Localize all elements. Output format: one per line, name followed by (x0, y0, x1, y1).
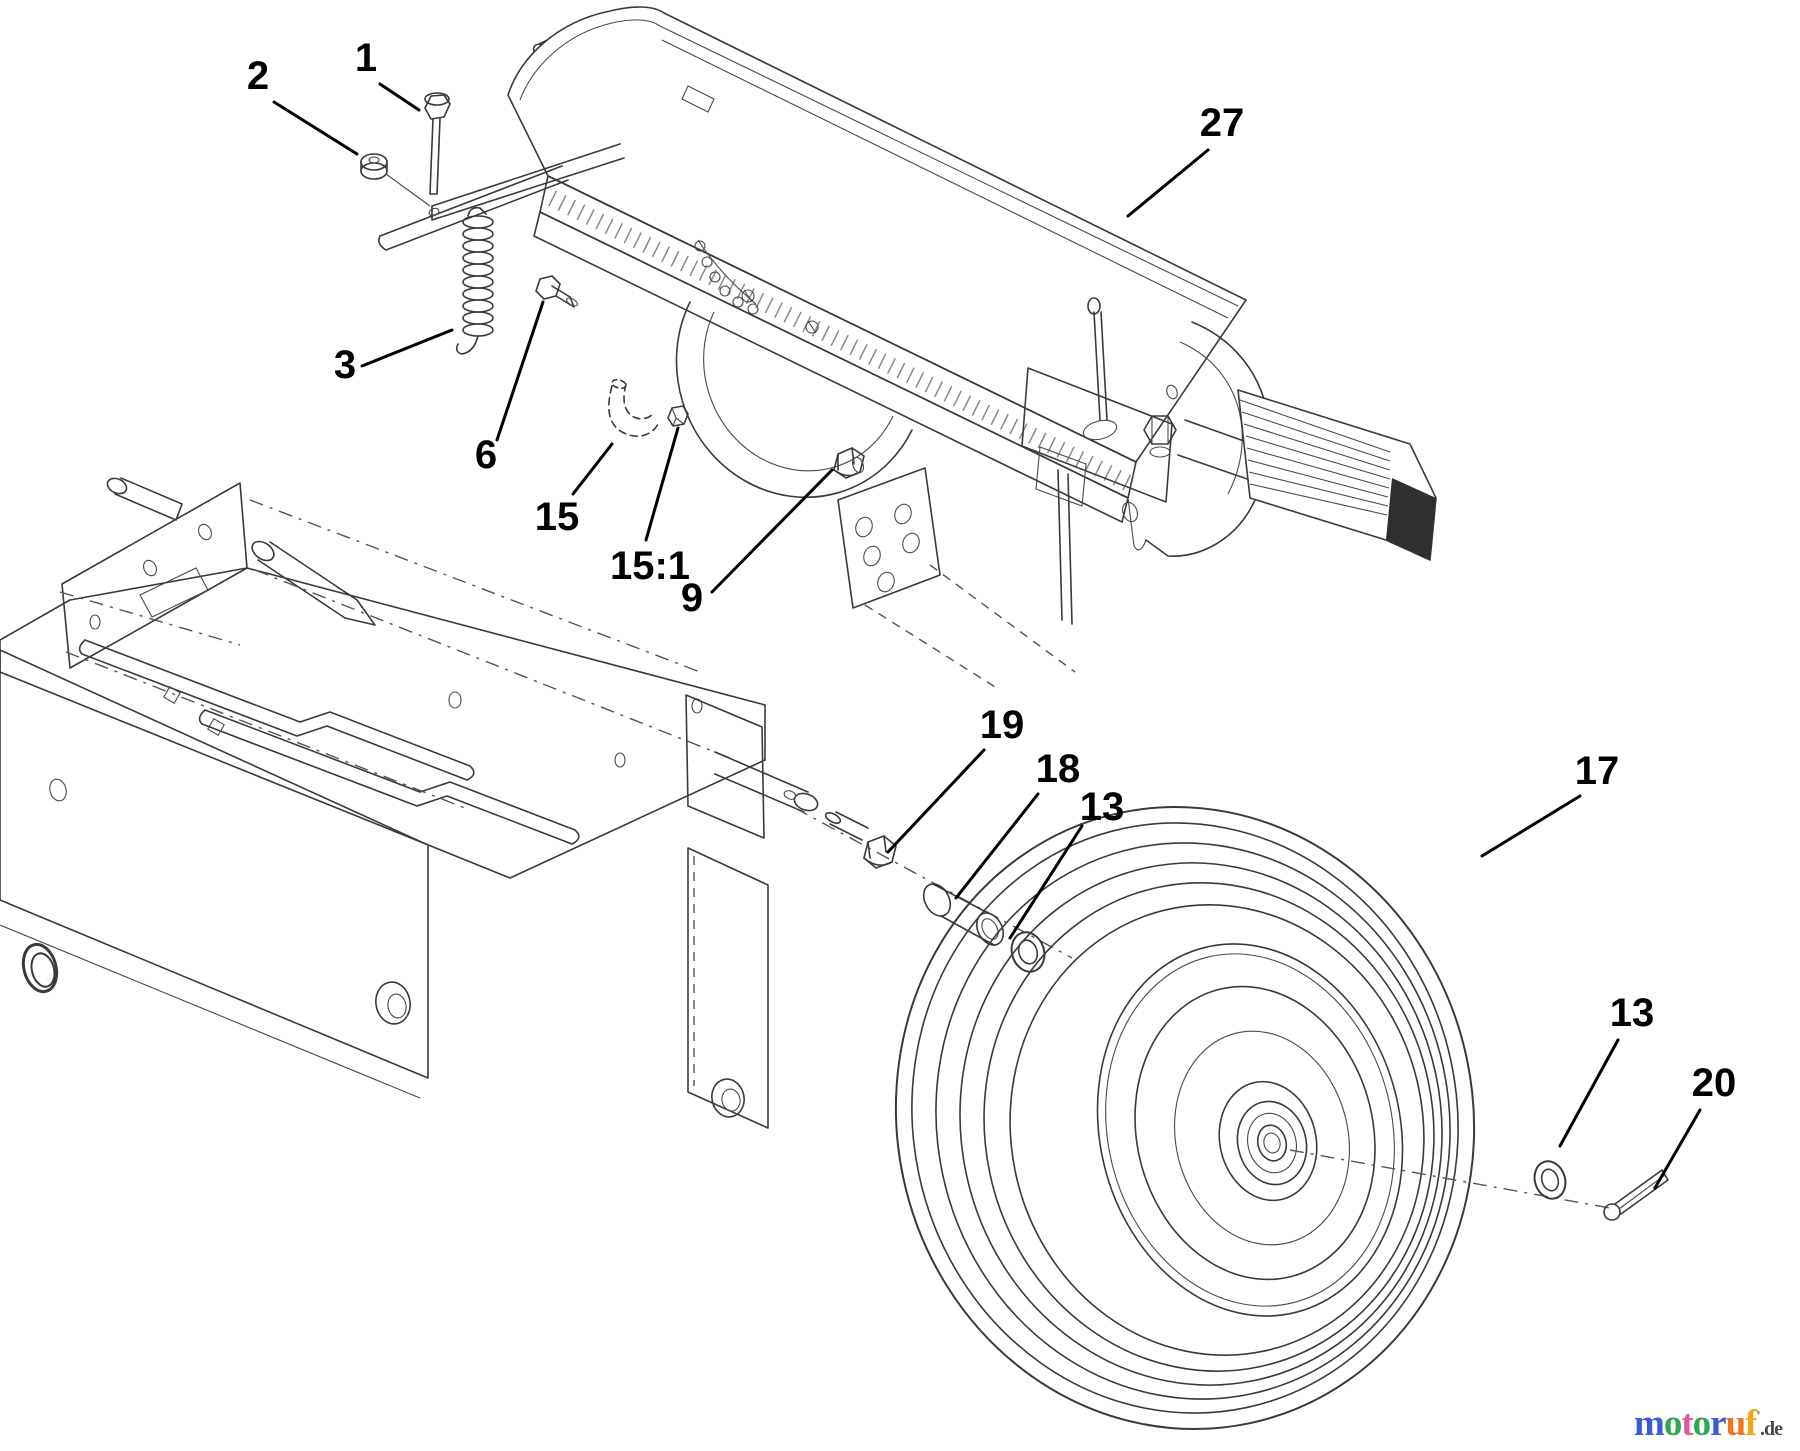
logo-letter: o (1663, 1403, 1682, 1444)
spindle-bolt (1143, 415, 1177, 458)
callout-13b-label: 13 (1610, 991, 1655, 1035)
logo-letter: r (1710, 1403, 1726, 1444)
frame-drawing (0, 477, 819, 1129)
callout-1-label: 1 (355, 36, 377, 80)
motoruf-logo: motoruf'.de (1634, 1402, 1800, 1451)
logo-letter: o (1692, 1403, 1711, 1444)
logo-letter: m (1634, 1403, 1665, 1444)
housing-assembly-drawing (378, 6, 1437, 691)
bolt-1-drawing (424, 92, 451, 195)
callout-18-label: 18 (1036, 747, 1081, 791)
callout-17-label: 17 (1575, 749, 1620, 793)
callout-19-label: 19 (980, 703, 1025, 747)
pin-20-drawing (1603, 1169, 1669, 1221)
hook-pin-15-drawing (608, 378, 659, 437)
callout-15-1-label: 15:1 (610, 544, 690, 588)
mounting-bracket-plate (837, 467, 941, 609)
bolt-19-drawing (824, 811, 897, 869)
logo-letter: t (1681, 1403, 1693, 1444)
nut-9-drawing (833, 447, 865, 479)
nut-2-drawing (360, 153, 431, 207)
logo-letter: u (1725, 1403, 1747, 1444)
callout-9-label: 9 (681, 576, 703, 620)
bolt-6-drawing (535, 275, 578, 308)
side-plate (1021, 367, 1173, 503)
callout-15-label: 15 (535, 495, 580, 539)
callout-3-label: 3 (334, 343, 356, 387)
logo-tm-mark: ' (1756, 1408, 1762, 1426)
callout-13a-label: 13 (1080, 785, 1125, 829)
callout-20-label: 20 (1692, 1061, 1737, 1105)
wheel-17-drawing (894, 805, 1476, 1431)
leader-lines (272, 82, 1702, 1190)
logo-letter: f (1745, 1403, 1757, 1444)
axle-centerline (794, 807, 1073, 959)
belt-grip-block (1237, 389, 1437, 561)
logo-suffix: .de (1759, 1418, 1783, 1440)
nut-15-1-drawing (667, 405, 689, 427)
washer-13b-drawing (1533, 1160, 1567, 1200)
spring-3-drawing (455, 206, 494, 355)
callout-2-label: 2 (247, 54, 269, 98)
callout-6-label: 6 (475, 433, 497, 477)
pulley-arc (675, 301, 913, 499)
callout-27-label: 27 (1200, 101, 1245, 145)
